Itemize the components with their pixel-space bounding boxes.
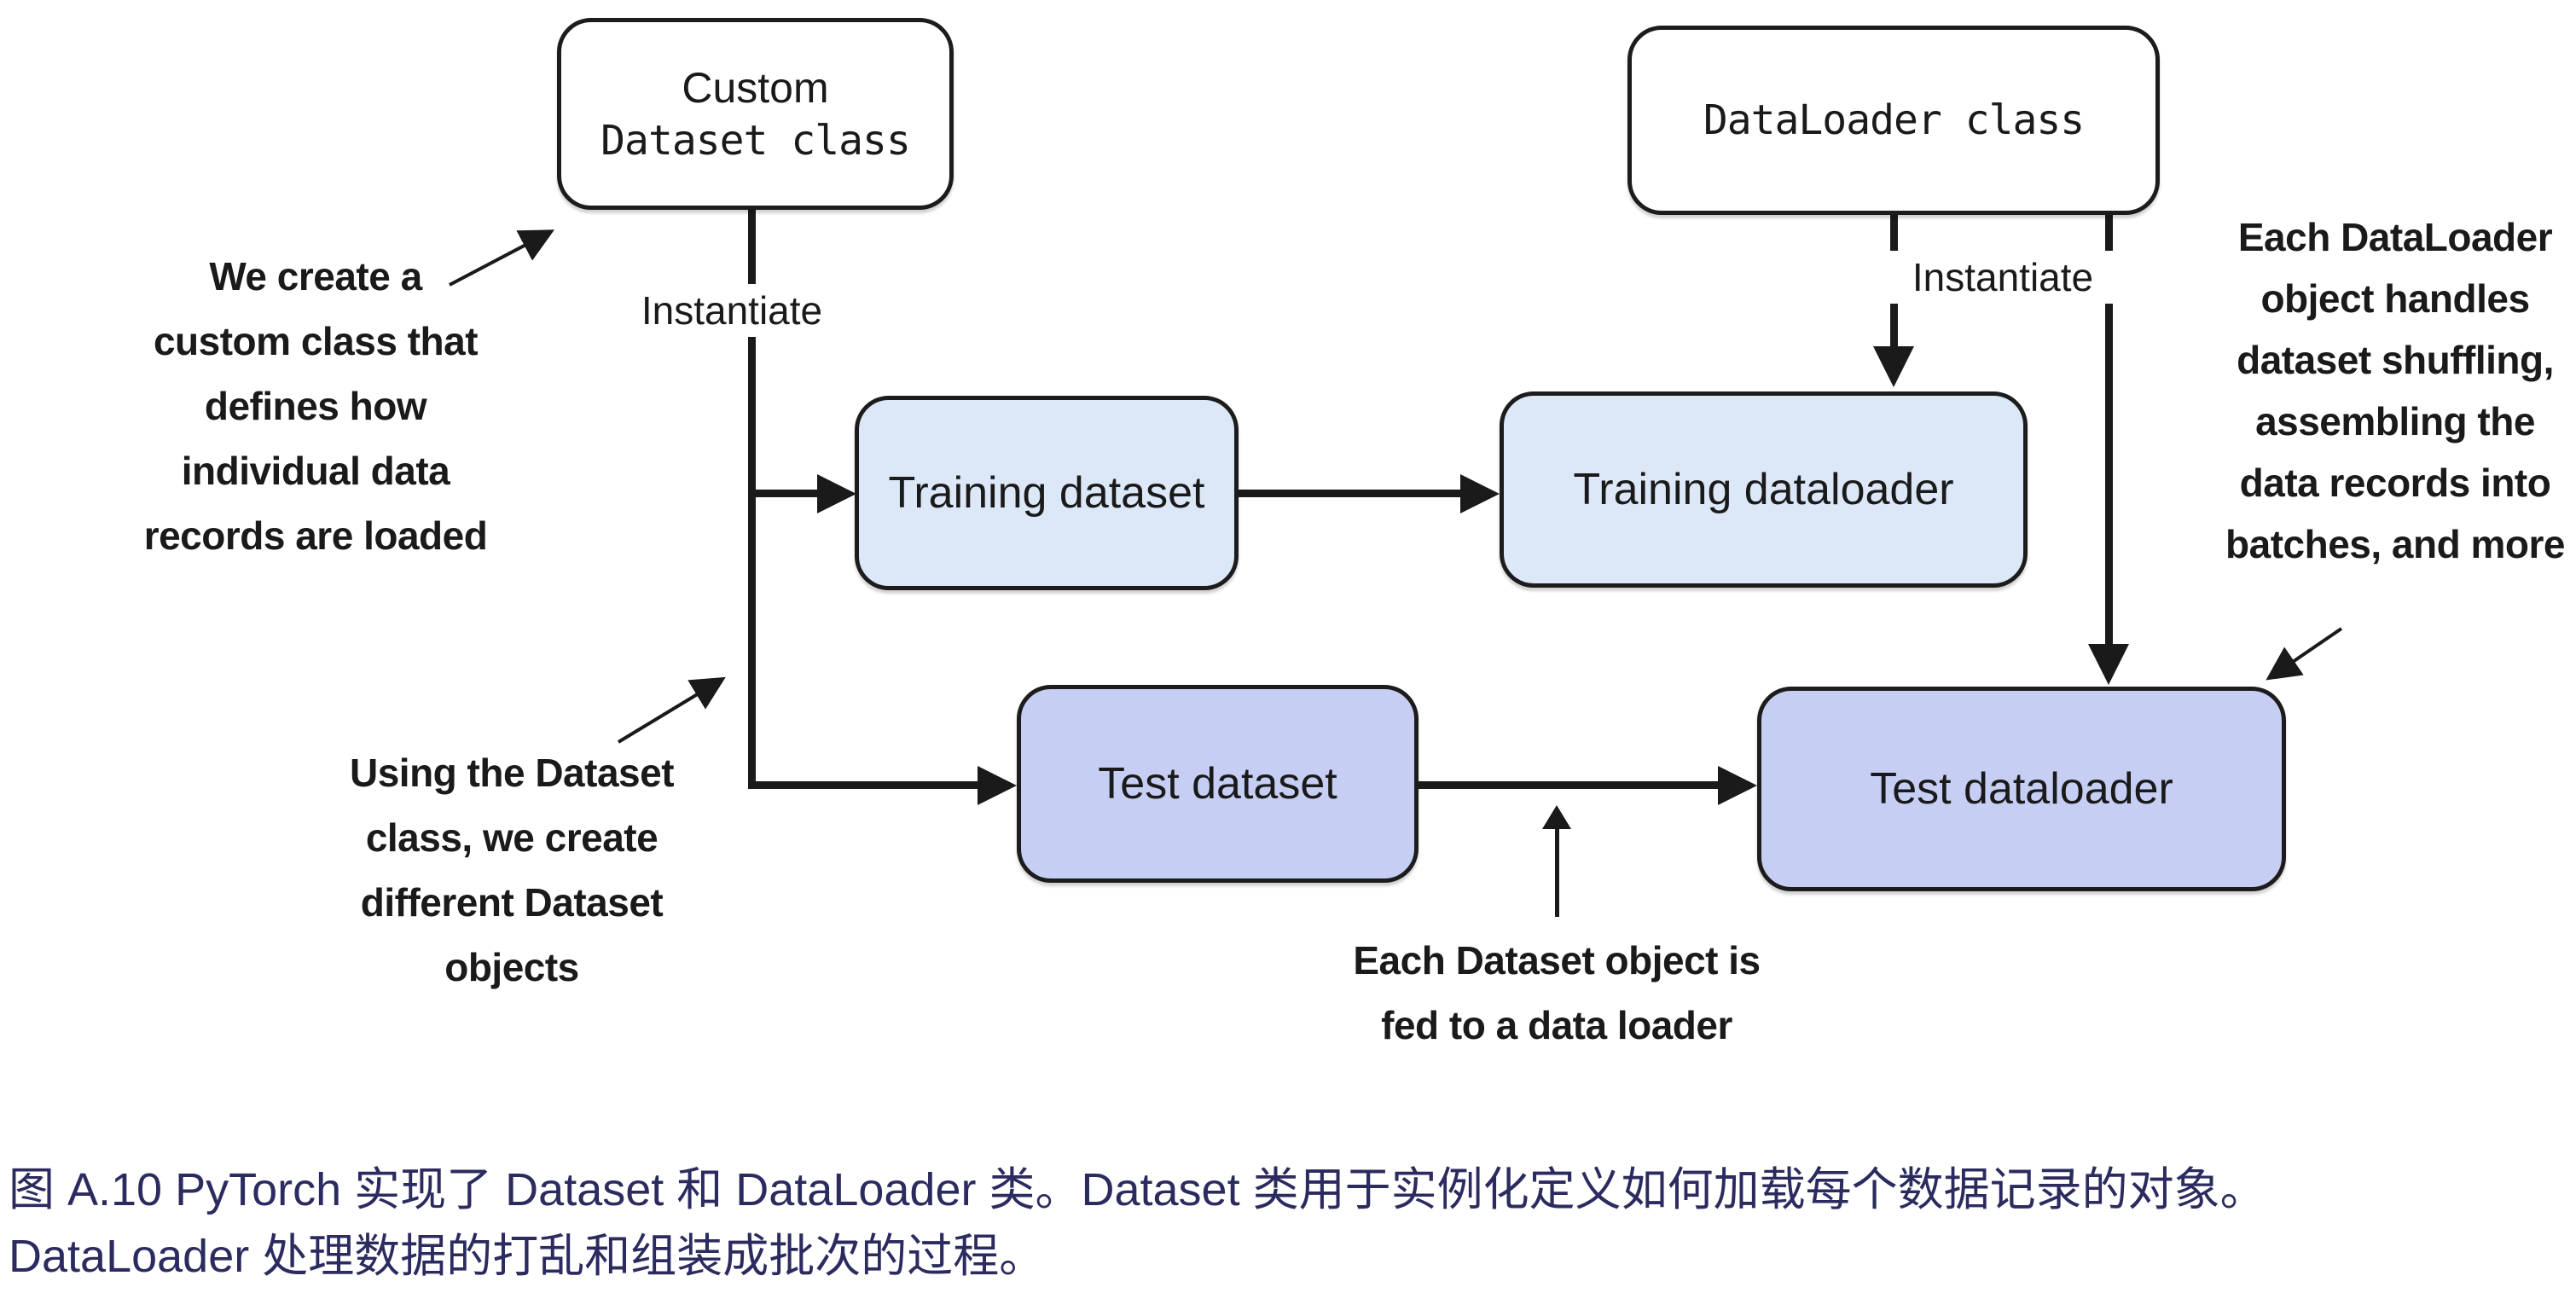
annotation-dataloader-handles: Each DataLoader object handles dataset s… bbox=[2225, 215, 2565, 566]
annotation-create-custom: We create a custom class that defines ho… bbox=[143, 254, 488, 558]
dataloader-class-box: DataLoader class bbox=[1627, 26, 2160, 215]
figure-caption: 图 A.10 PyTorch 实现了 Dataset 和 DataLoader … bbox=[9, 1157, 2266, 1290]
connector-dataloader-long bbox=[2105, 215, 2113, 645]
arrowhead-into-training-dataset bbox=[817, 474, 856, 513]
training-dataset-box: Training dataset bbox=[855, 396, 1239, 590]
annotation-arrow-using-dataset bbox=[617, 676, 726, 744]
annotation-up-arrowhead bbox=[1542, 805, 1571, 829]
arrowhead-down-training-dataloader bbox=[1873, 346, 1914, 387]
annotation-using-dataset: Using the Dataset class, we create diffe… bbox=[349, 751, 675, 989]
test-dataloader-label: Test dataloader bbox=[1870, 764, 2173, 814]
test-dataset-box: Test dataset bbox=[1017, 685, 1419, 883]
connector-test-dataset-to-dataloader bbox=[1419, 781, 1719, 789]
instantiate-label-right: Instantiate bbox=[1887, 251, 2119, 304]
instantiate-label-left: Instantiate bbox=[616, 284, 848, 337]
figure-caption-line2: DataLoader 处理数据的打乱和组装成批次的过程。 bbox=[9, 1231, 1046, 1282]
annotation-arrow-dataloader-handles bbox=[2266, 627, 2343, 681]
arrowhead-down-test-dataloader bbox=[2088, 644, 2129, 685]
annotation-arrow-create-custom bbox=[449, 229, 555, 287]
arrowhead-into-test-dataset bbox=[978, 766, 1017, 805]
figure-caption-line1: 图 A.10 PyTorch 实现了 Dataset 和 DataLoader … bbox=[9, 1164, 2266, 1215]
connector-elbow-test bbox=[748, 781, 978, 789]
training-dataloader-label: Training dataloader bbox=[1573, 465, 1954, 514]
annotation-fed-to-loader: Each Dataset object is fed to a data loa… bbox=[1353, 938, 1761, 1047]
test-dataloader-box: Test dataloader bbox=[1757, 687, 2286, 891]
connector-training-dataset-to-dataloader bbox=[1239, 490, 1462, 497]
training-dataset-label: Training dataset bbox=[888, 468, 1205, 518]
custom-dataset-class-line2: Dataset class bbox=[600, 116, 911, 165]
connector-custom-vertical bbox=[748, 210, 756, 788]
test-dataset-label: Test dataset bbox=[1098, 759, 1337, 809]
arrowhead-into-training-dataloader bbox=[1460, 474, 1500, 513]
annotation-up-arrow-line bbox=[1555, 829, 1559, 917]
connector-branch-training bbox=[748, 490, 820, 497]
custom-dataset-class-line1: Custom bbox=[682, 63, 829, 112]
training-dataloader-box: Training dataloader bbox=[1500, 391, 2028, 588]
arrowhead-into-test-dataloader bbox=[1718, 766, 1757, 805]
custom-dataset-class-box: Custom Dataset class bbox=[557, 18, 954, 210]
dataloader-class-label: DataLoader class bbox=[1703, 96, 2085, 144]
